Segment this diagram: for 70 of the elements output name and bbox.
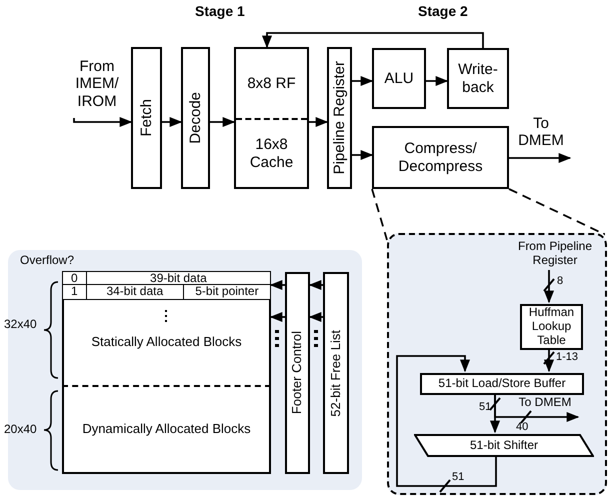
zoom-line bbox=[508, 188, 605, 236]
block-label: Footer Control bbox=[290, 331, 305, 415]
arrow bbox=[73, 116, 132, 128]
arrow bbox=[270, 280, 285, 290]
size-label: 32x40 bbox=[4, 317, 37, 331]
block-box bbox=[327, 47, 352, 189]
block-label: Compress/ Decompress bbox=[397, 140, 484, 175]
block-box bbox=[420, 373, 584, 395]
arrow bbox=[509, 152, 572, 164]
arrow bbox=[426, 76, 448, 86]
zoom-panel-background bbox=[387, 233, 607, 495]
arrow bbox=[270, 312, 285, 322]
block-label: Dynamically Allocated Blocks bbox=[82, 422, 251, 437]
arrow bbox=[308, 312, 323, 322]
arrow bbox=[210, 116, 236, 128]
shifter-block bbox=[414, 434, 594, 457]
text-label: From IMEM/ IROM bbox=[74, 58, 120, 110]
table-cell-text: 0 bbox=[70, 272, 79, 284]
arrow bbox=[396, 355, 497, 487]
table-cell: 34-bit data bbox=[86, 285, 183, 299]
block-label: 51-bit Load/Store Buffer bbox=[438, 377, 566, 391]
arrow bbox=[352, 76, 374, 86]
stage-heading: Stage 1 bbox=[195, 3, 245, 19]
text-label: To DMEM bbox=[518, 396, 572, 410]
block-label: Fetch bbox=[138, 99, 156, 137]
block-label: Huffman Lookup Table bbox=[528, 306, 576, 348]
stage-heading: Stage 2 bbox=[418, 3, 468, 19]
block-box bbox=[285, 272, 310, 474]
block-label: ALU bbox=[384, 70, 414, 88]
text-label: From Pipeline Register bbox=[516, 240, 594, 268]
arrow bbox=[309, 116, 328, 128]
size-label: 20x40 bbox=[4, 422, 37, 436]
table-cell: 5-bit pointer bbox=[182, 285, 270, 299]
edge-label: 40 bbox=[516, 421, 528, 433]
edge-label: 1-13 bbox=[556, 351, 578, 363]
edge-label: 51 bbox=[479, 401, 492, 413]
arrow bbox=[308, 280, 323, 290]
block-label: Pipeline Register bbox=[330, 61, 348, 175]
arrow bbox=[162, 116, 182, 128]
block-box bbox=[372, 48, 426, 109]
block-box bbox=[372, 126, 509, 189]
arrow bbox=[352, 150, 374, 160]
block-label: Decode bbox=[186, 92, 204, 144]
arrow bbox=[494, 393, 580, 422]
block-label: 52-bit Free List bbox=[328, 330, 344, 416]
block-box bbox=[323, 272, 349, 474]
block-label: Write- back bbox=[457, 61, 499, 96]
arrow bbox=[262, 32, 484, 48]
memory-row bbox=[62, 285, 271, 300]
memory-row bbox=[62, 271, 271, 285]
edge-label: 8 bbox=[557, 275, 564, 287]
arrow bbox=[544, 270, 554, 304]
memory-region bbox=[62, 300, 271, 385]
text-label: To DMEM bbox=[517, 115, 565, 150]
block-box bbox=[520, 304, 583, 350]
block-label: 51-bit Shifter bbox=[470, 438, 538, 452]
edge-label: 51 bbox=[452, 471, 464, 483]
block-label: 8x8 RF bbox=[246, 74, 297, 94]
block-label: 16x8 Cache bbox=[236, 118, 307, 187]
arrow bbox=[544, 348, 554, 372]
memory-block-box bbox=[234, 47, 309, 189]
block-box bbox=[181, 47, 210, 189]
block-box bbox=[131, 47, 162, 189]
memory-region bbox=[62, 385, 271, 474]
block-label: Statically Allocated Blocks bbox=[91, 335, 242, 350]
table-cell-text: 1 bbox=[70, 285, 79, 299]
text-label: Overflow? bbox=[20, 253, 74, 267]
table-cell: 39-bit data bbox=[86, 272, 270, 284]
zoom-line bbox=[371, 188, 388, 240]
block-box bbox=[447, 48, 509, 109]
